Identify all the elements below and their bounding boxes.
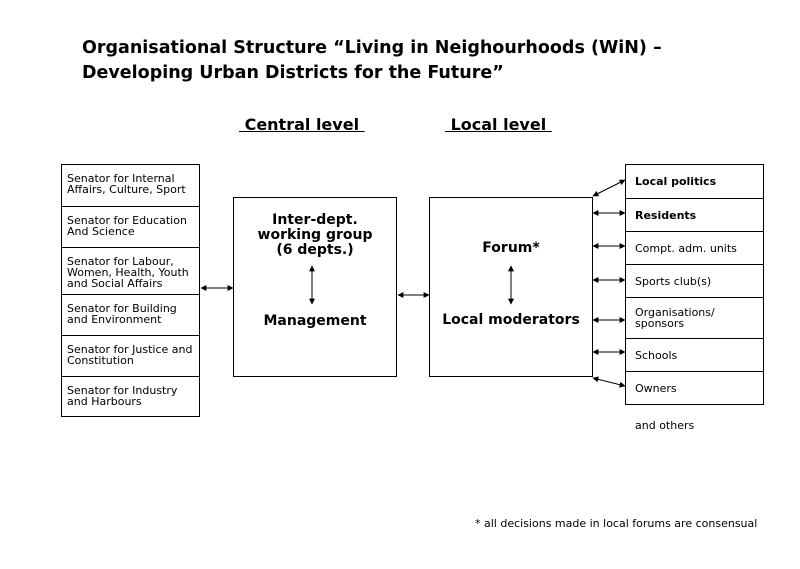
local-moderators-label: Local moderators [442, 312, 580, 328]
footnote: * all decisions made in local forums are… [475, 517, 758, 530]
working-group-line-1: Inter-dept. [272, 212, 358, 228]
and-others-note: and others [635, 419, 695, 432]
title-line-1: Organisational Structure “Living in Neig… [82, 38, 662, 58]
participant-owners: Owners [626, 371, 763, 404]
central-box: Inter-dept. working group (6 depts.) Man… [233, 197, 397, 377]
senator-building: Senator for Building and Environment [62, 294, 199, 335]
management-label: Management [263, 313, 367, 329]
participant-sports-clubs: Sports club(s) [626, 264, 763, 297]
central-level-heading: Central level [239, 115, 365, 134]
senators-column: Senator for Internal Affairs, Culture, S… [61, 164, 200, 417]
participant-local-politics: Local politics [635, 175, 717, 188]
arrow-owners [592, 376, 626, 388]
arrow-local-politics [592, 179, 626, 197]
forum-label: Forum* [482, 240, 540, 256]
participant-organisations: Organisations/ sponsors [626, 297, 763, 338]
participants-column: Local politics Residents Compt. adm. uni… [625, 164, 764, 405]
senator-industry: Senator for Industry and Harbours [62, 376, 199, 416]
senator-internal-affairs: Senator for Internal Affairs, Culture, S… [67, 172, 186, 196]
participant-schools: Schools [626, 338, 763, 371]
working-group-line-2: working group [257, 227, 373, 243]
diagram-title: Organisational Structure “Living in Neig… [82, 36, 662, 86]
local-level-heading: Local level [445, 115, 552, 134]
title-line-2: Developing Urban Districts for the Futur… [82, 63, 504, 83]
working-group-line-3: (6 depts.) [276, 242, 354, 258]
participant-residents: Residents [626, 198, 763, 231]
participant-compt-adm-units: Compt. adm. units [626, 231, 763, 264]
senator-education: Senator for Education And Science [62, 206, 199, 247]
senator-justice: Senator for Justice and Constitution [62, 335, 199, 376]
senator-labour: Senator for Labour, Women, Health, Youth… [62, 247, 199, 294]
